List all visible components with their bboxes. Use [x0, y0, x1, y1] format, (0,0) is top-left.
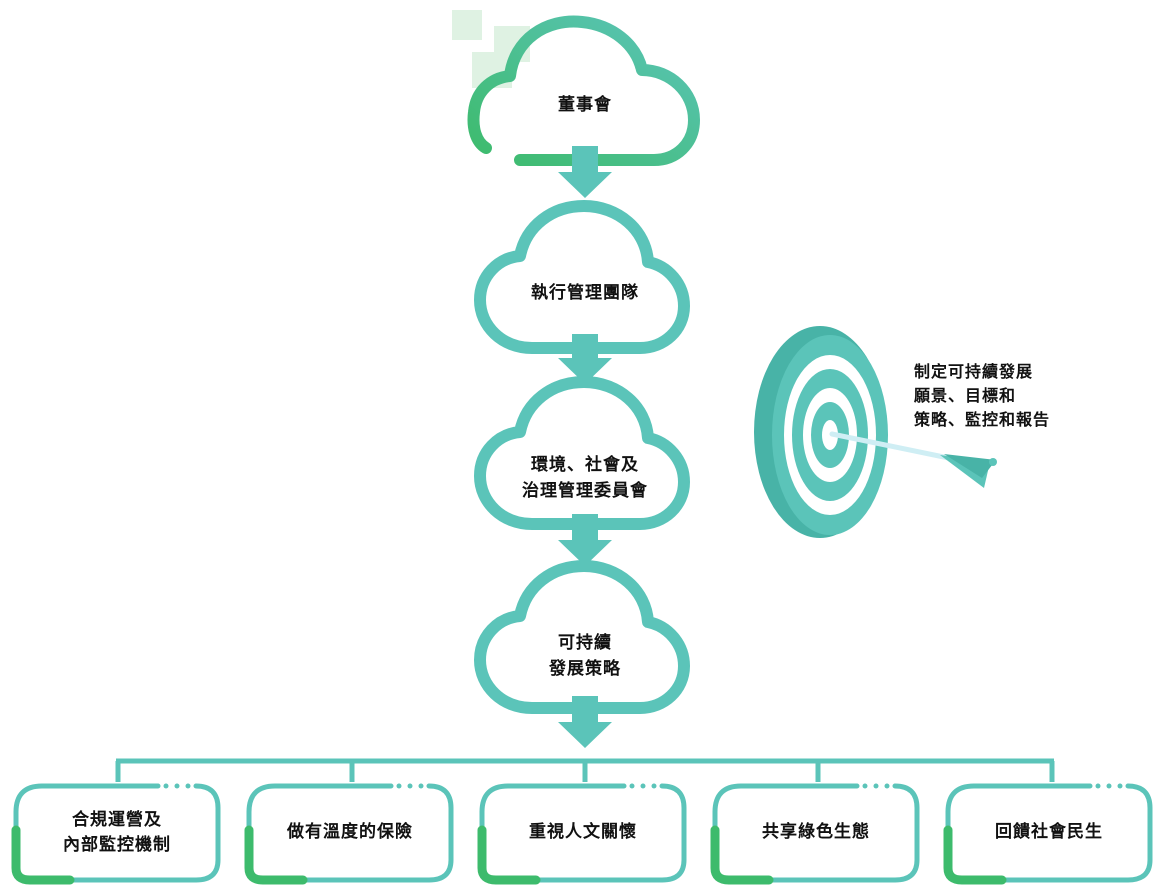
- pillar-label-caring-insurance: 做有溫度的保險: [250, 820, 450, 845]
- pillar-label-line: 合規運營及: [72, 810, 162, 830]
- pillar-box: [11, 783, 221, 885]
- pillar-box: [710, 783, 920, 885]
- pillar-label-line: 內部監控機制: [63, 835, 171, 855]
- cloud-executive: [474, 200, 690, 354]
- pillar-label-green-ecology: 共享綠色生態: [716, 820, 916, 845]
- down-arrow-icon: [558, 514, 612, 566]
- pillar-label-line: 重視人文關懷: [529, 822, 637, 842]
- cloud-label-strategy: 可持續 發展策略: [475, 630, 695, 682]
- cloud-label-line: 董事會: [558, 95, 612, 115]
- cloud-label-board: 董事會: [475, 92, 695, 118]
- target-description-line: 策略、監控和報告: [914, 410, 1051, 429]
- cloud-label-line: 執行管理團隊: [531, 283, 639, 303]
- down-arrow-icon: [558, 146, 612, 198]
- target-description-line: 願景、目標和: [914, 386, 1017, 405]
- target-with-arrow-icon: [754, 326, 997, 538]
- pillar-label-line: 回饋社會民生: [995, 822, 1103, 842]
- cloud-label-line: 治理管理委員會: [522, 481, 648, 501]
- pillar-label-humanistic-care: 重視人文關懷: [483, 820, 683, 845]
- pillar-label-compliance: 合規運營及 內部監控機制: [17, 808, 217, 858]
- cloud-board: [467, 15, 700, 166]
- pillar-box: [943, 783, 1153, 885]
- pillar-label-community: 回饋社會民生: [949, 820, 1149, 845]
- cloud-label-line: 環境、社會及: [531, 455, 639, 475]
- down-arrow-icon: [558, 696, 612, 748]
- pillar-box: [477, 783, 687, 885]
- cloud-label-esg-committee: 環境、社會及 治理管理委員會: [475, 452, 695, 504]
- cloud-label-line: 發展策略: [549, 659, 621, 679]
- pillar-box: [244, 783, 454, 885]
- target-description-line: 制定可持續發展: [914, 362, 1034, 381]
- cloud-strategy: [474, 560, 690, 714]
- down-arrow-icon: [558, 334, 612, 384]
- pillar-label-line: 共享綠色生態: [762, 822, 870, 842]
- connector-lines: [115, 758, 1055, 782]
- target-description: 制定可持續發展 願景、目標和 策略、監控和報告: [914, 360, 1154, 432]
- cloud-label-executive: 執行管理團隊: [475, 280, 695, 306]
- cloud-label-line: 可持續: [558, 633, 612, 653]
- pillar-label-line: 做有溫度的保險: [287, 822, 413, 842]
